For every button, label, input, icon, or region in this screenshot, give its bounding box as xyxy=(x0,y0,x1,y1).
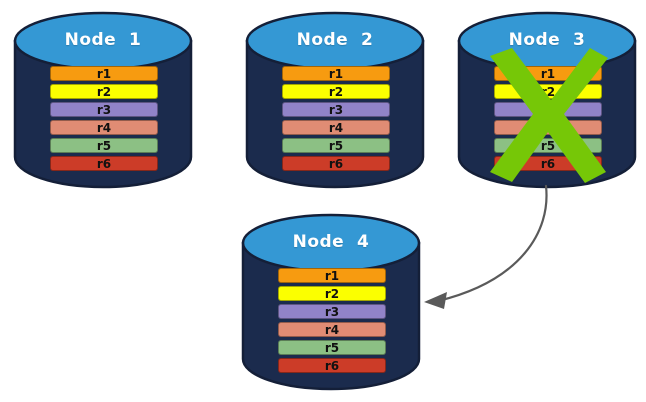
node-2-rows: r1 r2 r3 r4 r5 r6 xyxy=(282,66,390,174)
node-4-row-r3[interactable]: r3 xyxy=(278,304,386,319)
node-1-row-r1[interactable]: r1 xyxy=(50,66,158,81)
node-4[interactable]: Node 4 r1 r2 r3 r4 r5 r6 xyxy=(240,210,422,392)
node-4-rows: r1 r2 r3 r4 r5 r6 xyxy=(278,268,386,376)
node-4-row-r2[interactable]: r2 xyxy=(278,286,386,301)
node-4-row-r6[interactable]: r6 xyxy=(278,358,386,373)
node-2-row-r5[interactable]: r5 xyxy=(282,138,390,153)
node-1[interactable]: Node 1 r1 r2 r3 r4 r5 r6 xyxy=(12,8,194,190)
node-3-rows: r1 r2 r3 r4 r5 r6 xyxy=(494,66,602,174)
node-2-row-r4[interactable]: r4 xyxy=(282,120,390,135)
node-3-row-r2[interactable]: r2 xyxy=(494,84,602,99)
node-1-row-r4[interactable]: r4 xyxy=(50,120,158,135)
node-2-row-r2[interactable]: r2 xyxy=(282,84,390,99)
node-2-row-r3[interactable]: r3 xyxy=(282,102,390,117)
node-2[interactable]: Node 2 r1 r2 r3 r4 r5 r6 xyxy=(244,8,426,190)
node-2-row-r6[interactable]: r6 xyxy=(282,156,390,171)
node-3-row-r3[interactable]: r3 xyxy=(494,102,602,117)
node-1-row-r3[interactable]: r3 xyxy=(50,102,158,117)
node-3-row-r4[interactable]: r4 xyxy=(494,120,602,135)
node-4-row-r4[interactable]: r4 xyxy=(278,322,386,337)
node-1-rows: r1 r2 r3 r4 r5 r6 xyxy=(50,66,158,174)
node-3[interactable]: Node 3 r1 r2 r3 r4 r5 r6 xyxy=(456,8,638,190)
node-1-row-r5[interactable]: r5 xyxy=(50,138,158,153)
node-3-row-r6[interactable]: r6 xyxy=(494,156,602,171)
node-1-row-r2[interactable]: r2 xyxy=(50,84,158,99)
node-4-row-r1[interactable]: r1 xyxy=(278,268,386,283)
node-1-row-r6[interactable]: r6 xyxy=(50,156,158,171)
node-2-row-r1[interactable]: r1 xyxy=(282,66,390,81)
node-3-row-r1[interactable]: r1 xyxy=(494,66,602,81)
node-3-row-r5[interactable]: r5 xyxy=(494,138,602,153)
node-4-row-r5[interactable]: r5 xyxy=(278,340,386,355)
